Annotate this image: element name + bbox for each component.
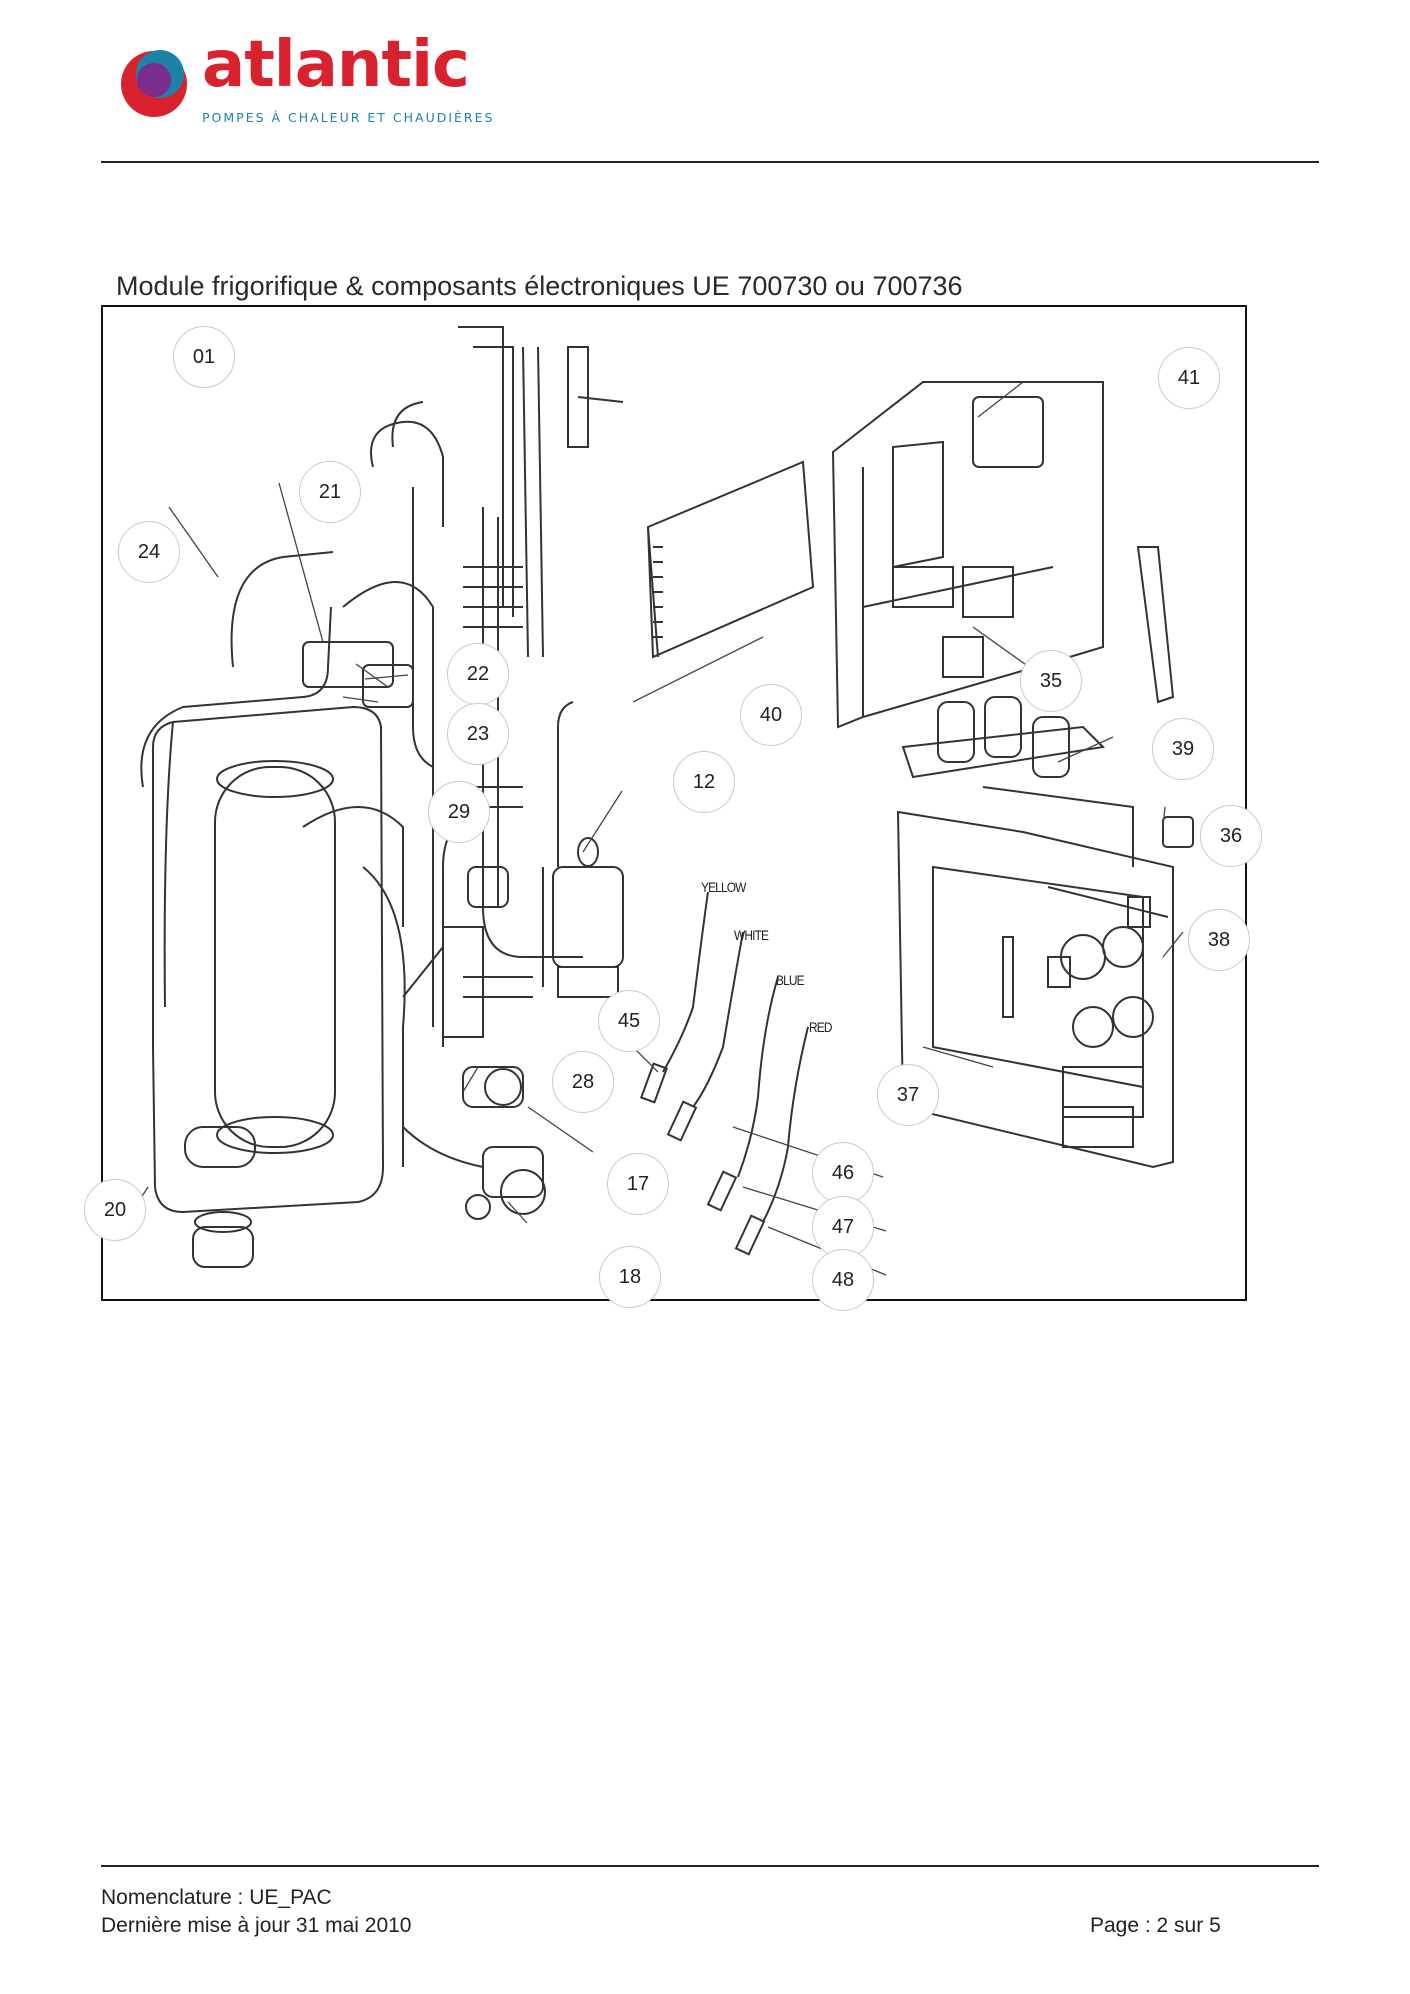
atlantic-logo: atlantic POMPES À CHALEUR ET CHAUDIÈRES [110,28,510,136]
brand-tagline: POMPES À CHALEUR ET CHAUDIÈRES [202,110,495,125]
callout-48: 48 [812,1249,874,1311]
parts-drawing [131,326,1194,1276]
wire-label-blue: BLUE [776,972,805,988]
page-title: Module frigorifique & composants électro… [116,271,963,301]
callout-37: 37 [877,1064,939,1126]
callout-28: 28 [552,1051,614,1113]
callout-39: 39 [1152,718,1214,780]
callout-12: 12 [673,751,735,813]
callout-47: 47 [812,1196,874,1258]
callout-36: 36 [1200,805,1262,867]
callout-45: 45 [598,990,660,1052]
callout-35: 35 [1020,650,1082,712]
brand-name: atlantic [202,28,470,102]
page-number: Page : 2 sur 5 [1090,1914,1221,1937]
callout-17: 17 [607,1153,669,1215]
wire-label-white: WHITE [734,927,769,943]
callout-46: 46 [812,1142,874,1204]
callout-22: 22 [447,643,509,705]
header-divider [101,161,1319,163]
wire-label-red: RED [809,1019,832,1035]
footer-nomenclature: Nomenclature : UE_PAC [101,1886,332,1909]
callout-40: 40 [740,684,802,746]
wire-label-yellow: YELLOW [701,879,746,895]
callout-18: 18 [599,1246,661,1308]
callout-29: 29 [428,781,490,843]
footer-divider [101,1865,1319,1867]
callout-38: 38 [1188,909,1250,971]
callout-20: 20 [84,1179,146,1241]
footer-last-update: Dernière mise à jour 31 mai 2010 [101,1914,412,1937]
callout-01: 01 [173,326,235,388]
callout-41: 41 [1158,347,1220,409]
exploded-view-diagram: 01 41 21 24 22 23 40 35 39 12 29 36 38 4… [84,305,1262,1311]
callout-24: 24 [118,521,180,583]
callout-23: 23 [447,703,509,765]
callout-21: 21 [299,461,361,523]
logo-mark-icon [121,50,187,117]
